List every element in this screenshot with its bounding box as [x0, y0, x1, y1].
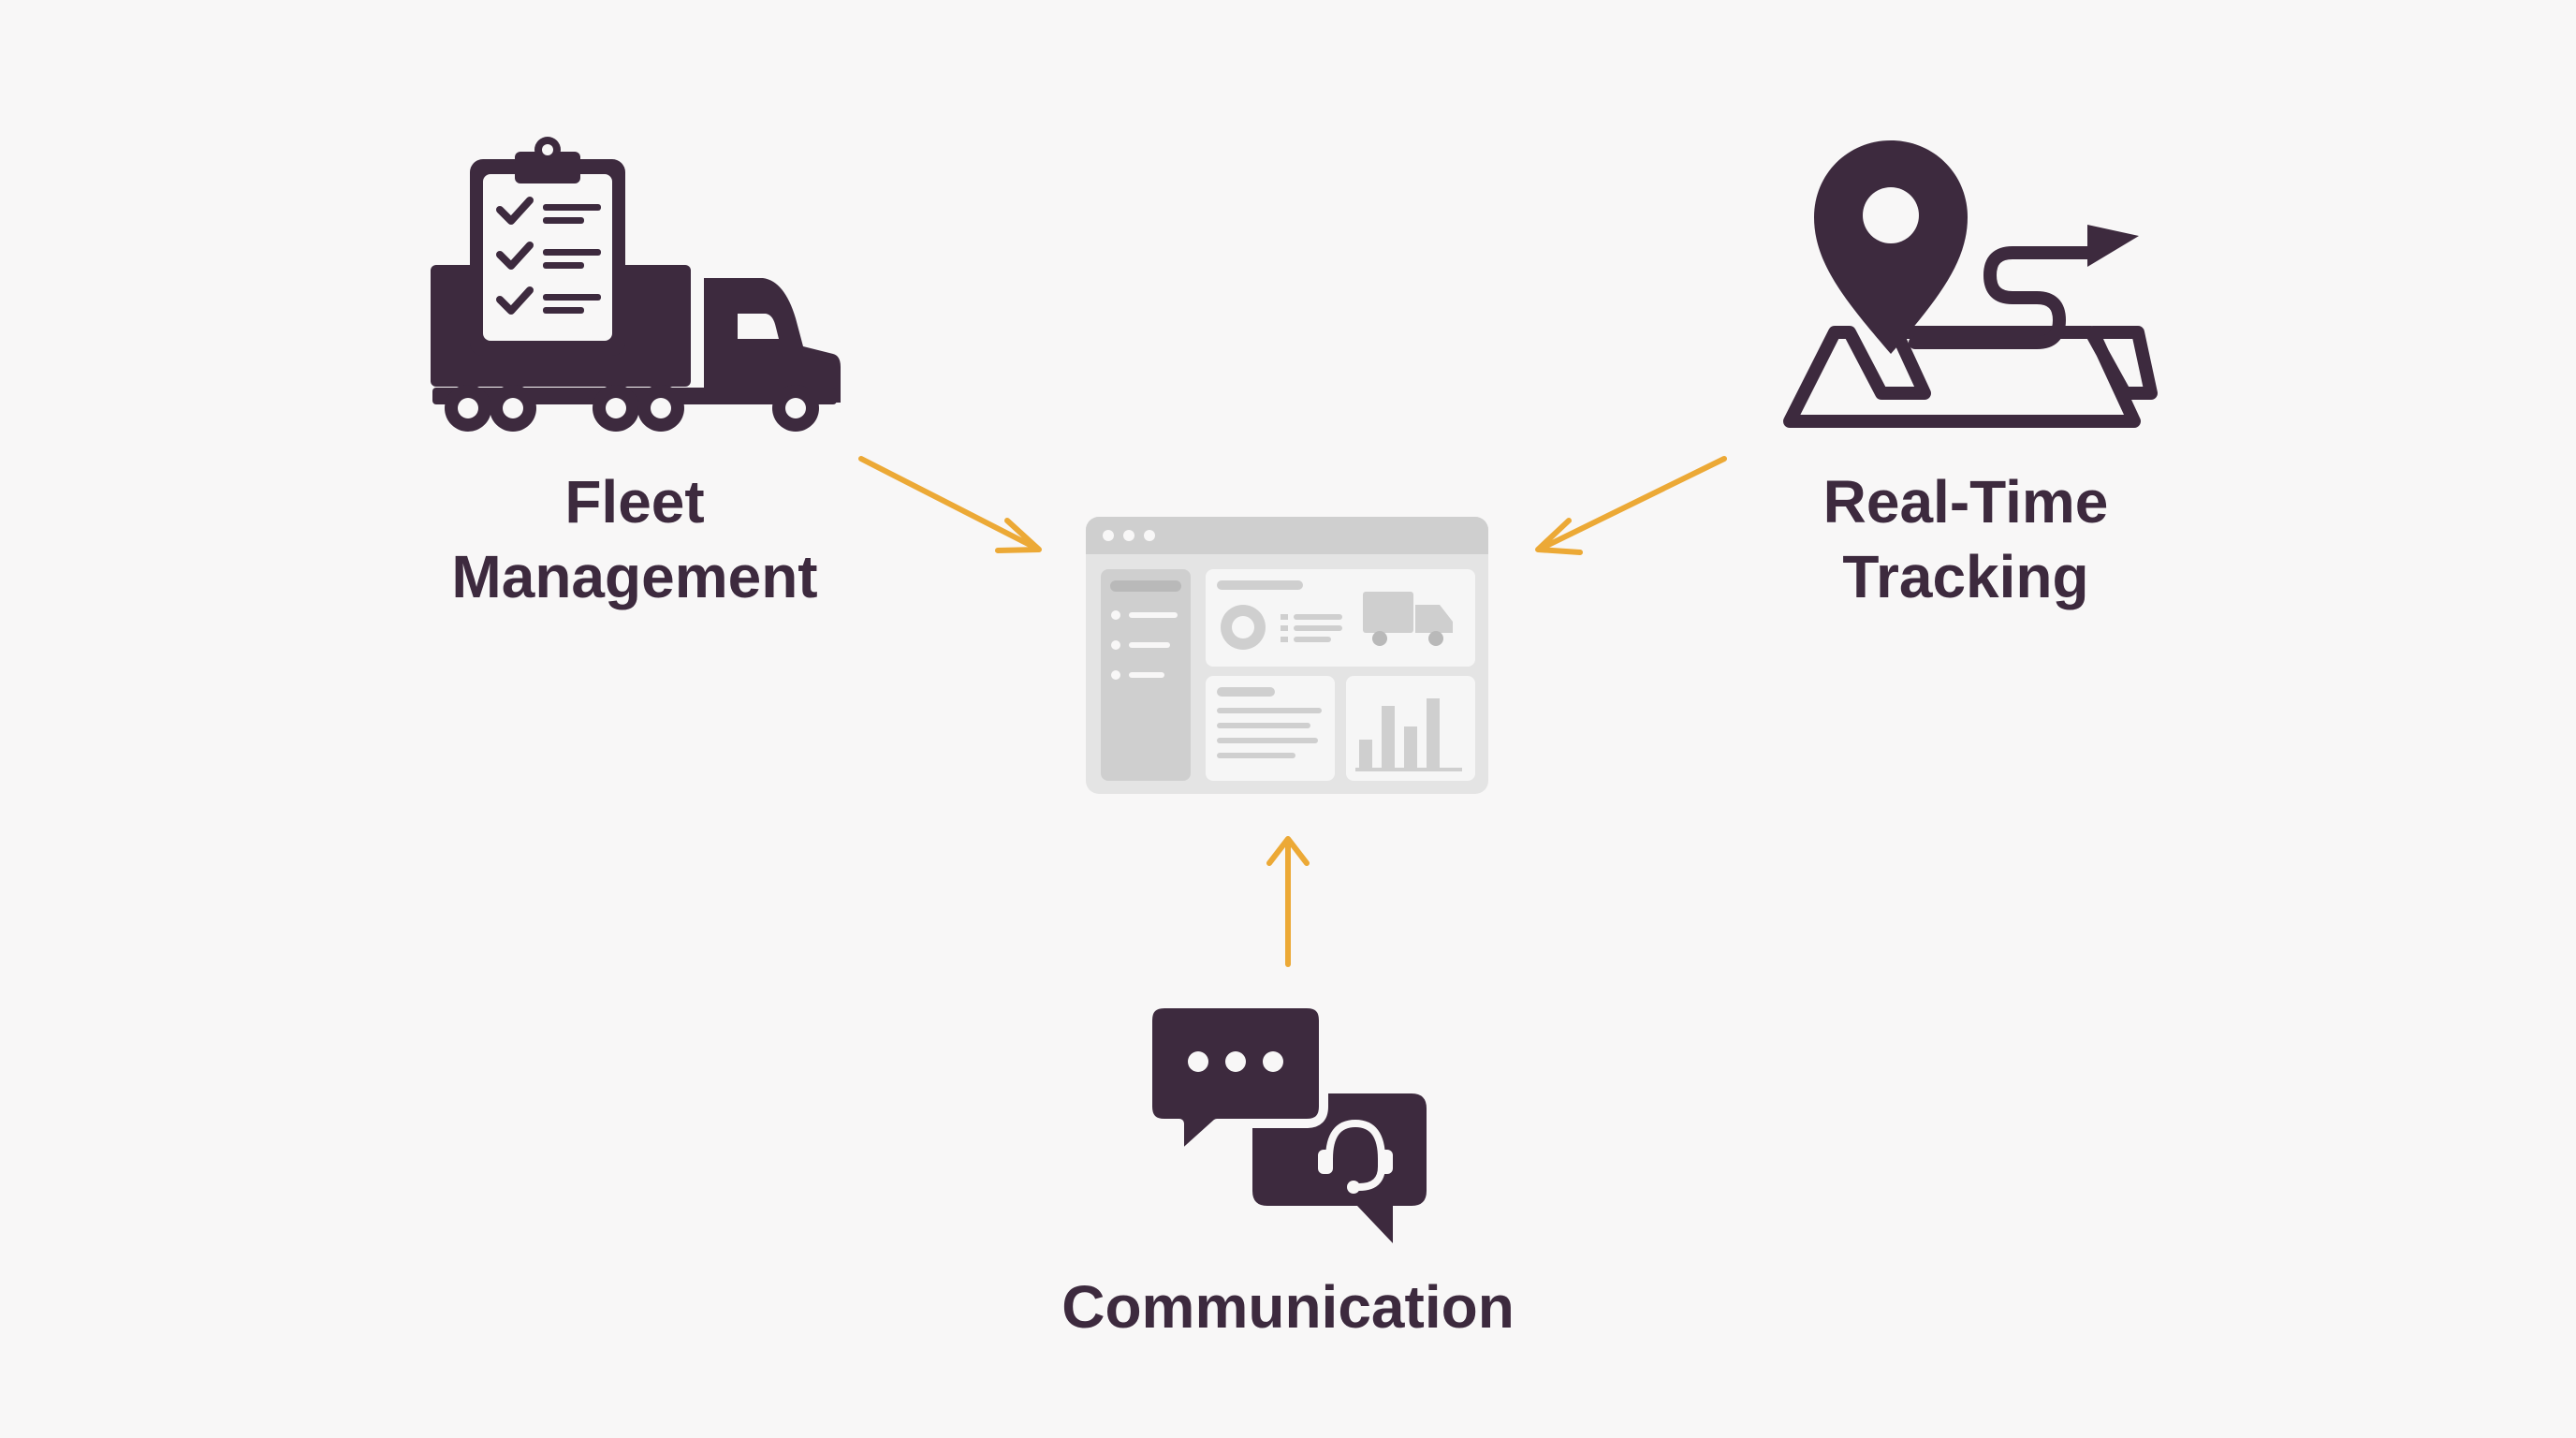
edge-tracking-to-hub: [1535, 456, 1727, 555]
map-pin-route-icon: [1783, 140, 2158, 428]
tracking-label-line1: Real-Time: [1822, 468, 2109, 536]
dashboard-window-icon: [1086, 517, 1488, 794]
fleet-management-label: Fleet Management: [447, 464, 822, 614]
tracking-label-line2: Tracking: [1842, 543, 2089, 610]
fleet-label-line1: Fleet: [564, 468, 705, 536]
chat-headset-icon: [1143, 999, 1427, 1243]
fleet-label-line2: Management: [451, 543, 818, 610]
communication-label-text: Communication: [1061, 1273, 1515, 1341]
edge-fleet-to-hub: [858, 456, 1042, 553]
edge-communication-to-hub: [1266, 836, 1310, 967]
real-time-tracking-label: Real-Time Tracking: [1778, 464, 2153, 614]
communication-label: Communication: [1007, 1269, 1569, 1344]
truck-with-checklist-icon: [431, 137, 841, 432]
